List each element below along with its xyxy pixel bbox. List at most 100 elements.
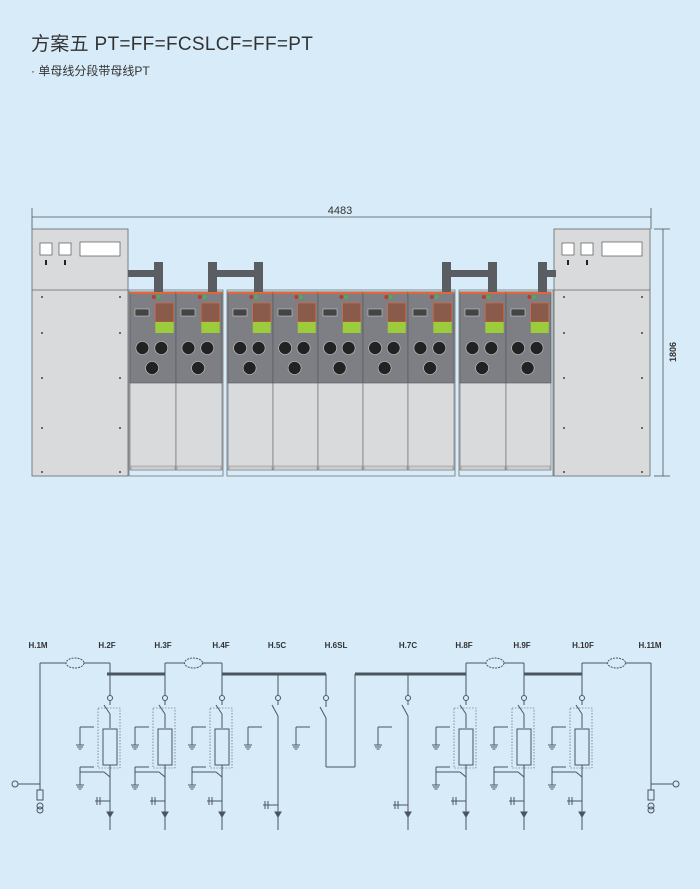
load-switch-icon	[158, 704, 166, 715]
bushing	[208, 262, 217, 292]
cable-arrow-icon	[106, 811, 114, 818]
operating-handle	[484, 341, 499, 355]
red-lamp	[339, 295, 344, 299]
operating-handle	[181, 341, 196, 355]
operating-handle	[145, 361, 159, 375]
operating-handle	[511, 341, 525, 355]
module-base	[363, 465, 408, 471]
operating-handle	[154, 341, 169, 355]
cable-arrow-icon	[218, 811, 226, 818]
bushing	[488, 262, 497, 292]
label-plate	[322, 308, 338, 317]
bolt	[41, 427, 43, 429]
bolt	[641, 427, 643, 429]
module-top-strip	[273, 292, 318, 294]
feeder-label-h-6sl: H.6SL	[325, 641, 348, 650]
fuse-interlock	[97, 707, 121, 769]
scheme-subtitle: · 单母线分段带母线PT	[31, 64, 150, 78]
bolt	[641, 471, 643, 473]
red-lamp	[429, 295, 434, 299]
mimic-panel-green	[387, 322, 406, 333]
bushing-icon	[463, 695, 469, 701]
display-window	[601, 241, 643, 257]
feeder-label-h-2f: H.2F	[98, 641, 115, 650]
bolt	[119, 377, 121, 379]
fuse-interlock	[152, 707, 176, 769]
green-lamp	[531, 295, 536, 299]
fuse-interlock	[511, 707, 535, 769]
bushing-icon	[162, 695, 168, 701]
module-top-strip	[130, 292, 176, 294]
operating-handle	[191, 361, 205, 375]
operating-handle	[475, 361, 489, 375]
busbar-connector	[128, 270, 158, 277]
mimic-panel-green	[252, 322, 271, 333]
red-lamp	[294, 295, 299, 299]
module-top-strip	[318, 292, 363, 294]
module-frame	[458, 289, 554, 477]
operating-handle	[287, 361, 302, 375]
label-plate	[277, 308, 293, 317]
earth-switch-icon	[103, 771, 111, 778]
indicator	[64, 260, 66, 265]
module-base	[130, 465, 176, 471]
mimic-panel-green	[485, 322, 504, 333]
operating-handle	[465, 341, 480, 355]
label-plate	[367, 308, 383, 317]
mimic-panel-green	[155, 322, 174, 333]
earth-switch-icon	[158, 771, 166, 778]
meter	[580, 242, 594, 256]
red-lamp	[481, 295, 486, 299]
bushing	[538, 262, 547, 292]
operating-handle	[242, 361, 257, 375]
label-plate	[464, 308, 480, 317]
module-top-strip	[460, 292, 506, 294]
operating-handle	[200, 341, 215, 355]
mimic-panel-green	[433, 322, 452, 333]
indicator	[586, 260, 588, 265]
voltage-transformer-icon	[647, 802, 655, 810]
green-lamp	[434, 295, 439, 299]
cable-arrow-icon	[274, 811, 282, 818]
pt-fuse-icon	[647, 789, 655, 801]
operating-handle	[368, 341, 382, 355]
module-frame	[226, 289, 456, 477]
bolt	[641, 296, 643, 298]
earth-switch-icon	[459, 771, 467, 778]
cable-link-symbol	[485, 657, 505, 669]
feeder-label-h-9f: H.9F	[513, 641, 530, 650]
bushing-icon	[579, 695, 585, 701]
operating-handle	[529, 341, 544, 355]
height-dimension-label: 1806	[668, 342, 678, 362]
cable-link-symbol	[607, 657, 626, 669]
red-lamp	[197, 295, 202, 299]
bolt	[641, 332, 643, 334]
operating-handle	[341, 341, 356, 355]
fuse-icon	[102, 728, 118, 766]
load-switch-icon	[103, 704, 111, 715]
feeder-label-h-7c: H.7C	[399, 641, 417, 650]
fuse-icon	[214, 728, 230, 766]
module-base	[273, 465, 318, 471]
operating-handle	[423, 361, 437, 375]
module-top-strip	[176, 292, 222, 294]
green-lamp	[486, 295, 491, 299]
voltage-transformer-icon	[647, 806, 655, 814]
voltmeter-icon	[11, 780, 19, 788]
module-base	[176, 465, 222, 471]
circuit-breaker-icon	[401, 704, 409, 717]
bolt	[119, 296, 121, 298]
operating-handle	[278, 341, 292, 355]
bolt	[563, 332, 565, 334]
module-base	[228, 465, 273, 471]
indicator	[567, 260, 569, 265]
meter	[39, 242, 53, 256]
green-lamp	[156, 295, 161, 299]
bolt	[563, 296, 565, 298]
label-plate	[134, 308, 150, 317]
bolt	[119, 332, 121, 334]
fuse-interlock	[209, 707, 233, 769]
fuse-icon	[458, 728, 474, 766]
fuse-icon	[574, 728, 590, 766]
cable-link-symbol	[184, 657, 203, 669]
